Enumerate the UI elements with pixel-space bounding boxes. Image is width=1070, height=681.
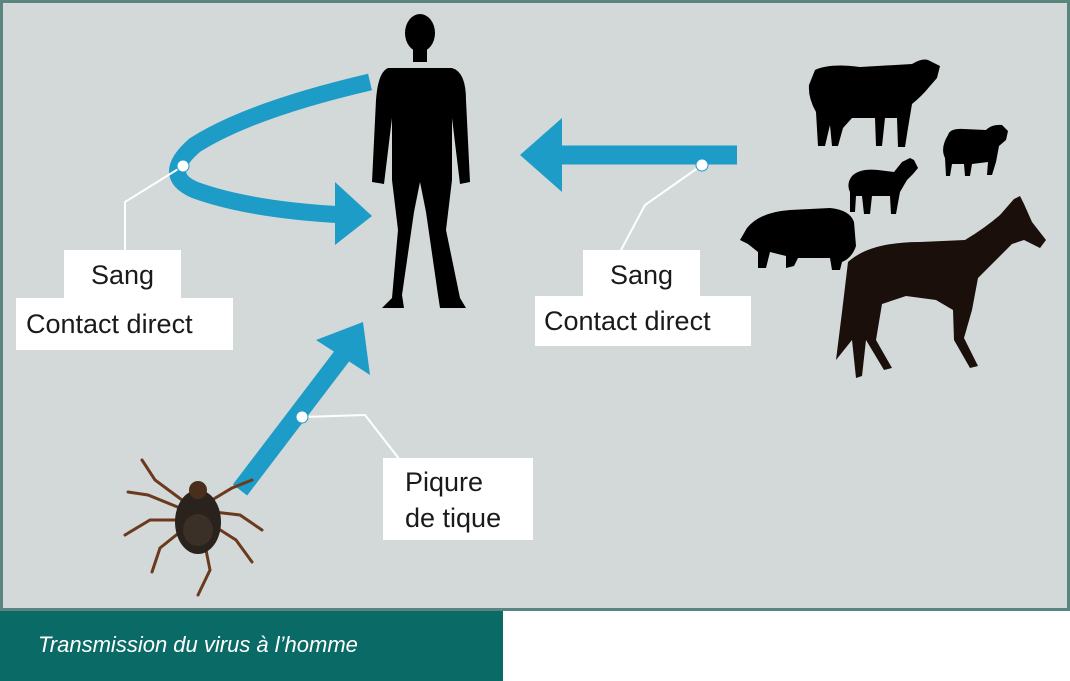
cow-silhouette	[808, 59, 940, 147]
tick-label: Piqure de tique	[383, 458, 533, 540]
left-label-contact-direct: Contact direct	[16, 298, 233, 350]
tick-arrow-shaft	[232, 346, 353, 496]
right-leader-dot	[695, 158, 709, 172]
caption-bar: Transmission du virus à l’homme	[0, 611, 503, 681]
right-label-sang: Sang	[583, 250, 700, 300]
right-leader-line	[619, 164, 703, 253]
tick	[123, 458, 264, 597]
human-silhouette	[372, 14, 470, 308]
caption-text: Transmission du virus à l’homme	[38, 632, 358, 657]
goat-silhouette	[848, 158, 918, 214]
horse-silhouette	[836, 196, 1046, 378]
tick-label-line1: Piqure	[405, 467, 484, 497]
tick-arrow-head	[316, 322, 370, 375]
tick-leader-dot	[295, 410, 309, 424]
tick-label-line2: de tique	[405, 503, 502, 533]
right-label-contact-direct: Contact direct	[535, 296, 751, 346]
right-arrow-head	[520, 118, 562, 192]
tick-leader-line	[301, 413, 401, 461]
sheep-silhouette	[943, 124, 1008, 176]
left-leader-dot	[176, 159, 190, 173]
left-leader-line	[124, 165, 184, 252]
left-arrow-head	[335, 182, 372, 245]
left-label-sang: Sang	[64, 250, 181, 300]
pig-silhouette	[740, 208, 856, 270]
